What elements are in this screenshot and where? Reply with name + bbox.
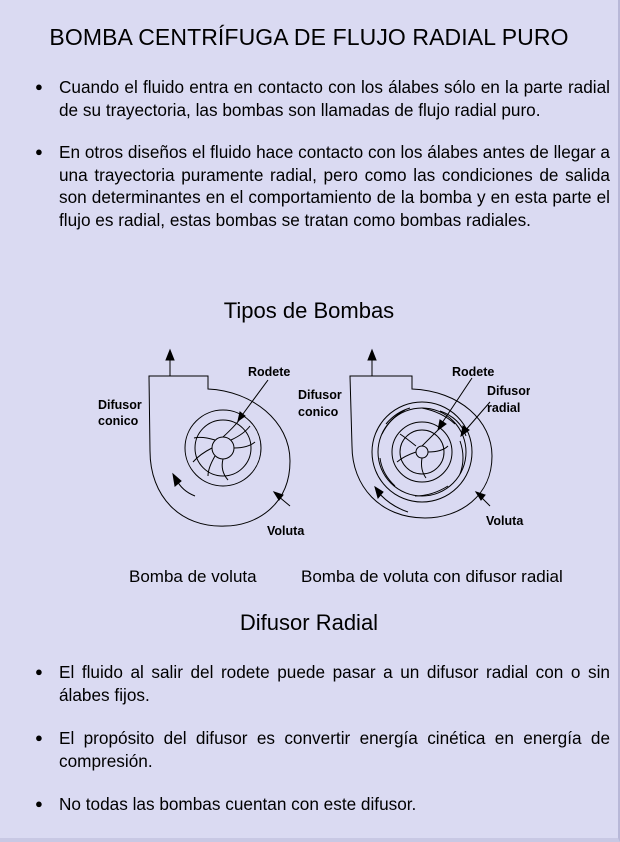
bullet-icon: ●	[35, 796, 43, 811]
flow-arrow	[377, 491, 409, 513]
intro-bullet-list: ● Cuando el fluido entra en contacto con…	[34, 76, 610, 251]
rodete-leader	[239, 379, 269, 419]
diffuser-pump-diagram	[349, 348, 493, 519]
label-rodete-left: Rodete	[248, 365, 290, 379]
impeller-outer-ring	[391, 421, 453, 483]
caption-left: Bomba de voluta	[129, 567, 257, 586]
bullet-item: ● El propósito del difusor es convertir …	[34, 727, 610, 772]
label-difusor-conico-right-1: Difusor	[298, 388, 342, 402]
label-difusor-left-1: Difusor	[98, 398, 142, 412]
label-voluta-right: Voluta	[486, 514, 524, 528]
impeller-vanes	[192, 418, 256, 481]
bullet-text: En otros diseños el fluido hace contacto…	[59, 142, 610, 230]
bullet-icon: ●	[35, 664, 43, 679]
label-difusor-conico-right-2: conico	[298, 405, 339, 419]
diffuser-outer-ring	[371, 401, 473, 503]
bullet-item: ● En otros diseños el fluido hace contac…	[34, 141, 610, 231]
impeller-inner-ring	[399, 429, 445, 475]
bullet-text: Cuando el fluido entra en contacto con l…	[59, 77, 610, 120]
flow-arrowhead	[374, 485, 384, 500]
bullet-text: El propósito del difusor es convertir en…	[59, 728, 610, 771]
bullet-icon: ●	[35, 730, 43, 745]
pump-types-figure: Rodete Difusor conico Voluta	[98, 348, 530, 538]
rodete-leader	[439, 377, 473, 427]
label-difusor-radial-right-1: Difusor	[487, 384, 530, 398]
bullet-text: No todas las bombas cuentan con este dif…	[59, 794, 417, 814]
volute-casing	[349, 375, 493, 519]
label-difusor-left-2: conico	[98, 414, 139, 428]
impeller-inner-ring	[194, 419, 252, 477]
label-voluta-left: Voluta	[267, 524, 305, 538]
difusor-radial-leader	[463, 401, 491, 433]
bullet-item: ● El fluido al salir del rodete puede pa…	[34, 661, 610, 706]
impeller-outer-ring	[184, 409, 262, 487]
discharge-arrowhead	[165, 348, 175, 361]
caption-right: Bomba de voluta con difusor radial	[301, 567, 563, 586]
discharge-arrowhead	[367, 348, 377, 361]
slide-title: BOMBA CENTRÍFUGA DE FLUJO RADIAL PURO	[49, 24, 569, 50]
section-title-difusor: Difusor Radial	[239, 610, 379, 635]
bullet-text: El fluido al salir del rodete puede pasa…	[59, 662, 610, 705]
bullet-item: ● No todas las bombas cuentan con este d…	[34, 793, 610, 816]
difusor-bullet-list: ● El fluido al salir del rodete puede pa…	[34, 661, 610, 837]
bullet-icon: ●	[35, 79, 43, 94]
bullet-icon: ●	[35, 144, 43, 159]
label-difusor-radial-right-2: radial	[487, 401, 520, 415]
impeller-vanes	[396, 427, 449, 479]
section-title-tipos: Tipos de Bombas	[223, 298, 395, 323]
volute-casing	[148, 375, 291, 527]
impeller-eye	[415, 445, 429, 459]
bullet-item: ● Cuando el fluido entra en contacto con…	[34, 76, 610, 121]
flow-arrowhead	[172, 472, 182, 487]
volute-pump-diagram	[148, 348, 291, 527]
label-rodete-right: Rodete	[452, 365, 494, 379]
impeller-eye	[211, 436, 235, 460]
